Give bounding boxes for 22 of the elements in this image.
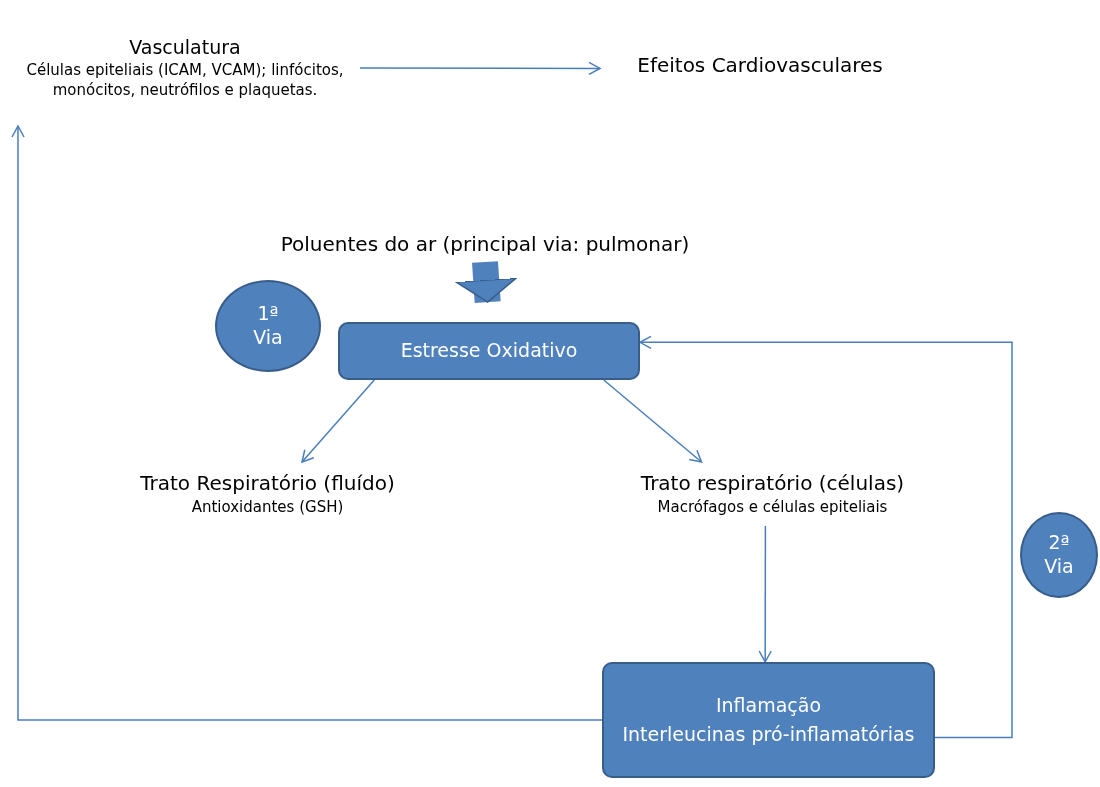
- arrow: [758, 525, 772, 663]
- arrow: [11, 125, 603, 721]
- node-title: Poluentes do ar (principal via: pulmonar): [280, 231, 690, 257]
- node-title: Trato respiratório (células): [640, 470, 905, 496]
- node-title: Efeitos Cardiovasculares: [637, 52, 883, 78]
- node-label: Estresse Oxidativo: [400, 339, 578, 363]
- block-arrow: [455, 261, 517, 303]
- arrow: [301, 379, 375, 463]
- process-box: [602, 662, 935, 778]
- node-description: Células epiteliais (ICAM, VCAM); linfócitos, monócitos, neutrófilos e plaquetas.: [25, 61, 345, 101]
- node-label: 1ª Via: [252, 302, 284, 350]
- node-label: 2ª Via: [1043, 531, 1075, 579]
- arrow: [359, 61, 601, 76]
- node-description: Interleucinas pró-inflamatórias: [622, 721, 915, 747]
- arrow: [603, 379, 703, 463]
- node-description: Macrófagos e células epiteliais: [657, 497, 888, 518]
- node-title: Vasculatura: [129, 35, 241, 60]
- process-box: [338, 322, 640, 380]
- node-label: Inflamação: [715, 693, 822, 718]
- arrow: [639, 335, 1013, 739]
- node-description: Antioxidantes (GSH): [191, 497, 344, 518]
- node-title: Trato Respiratório (fluído): [140, 470, 395, 496]
